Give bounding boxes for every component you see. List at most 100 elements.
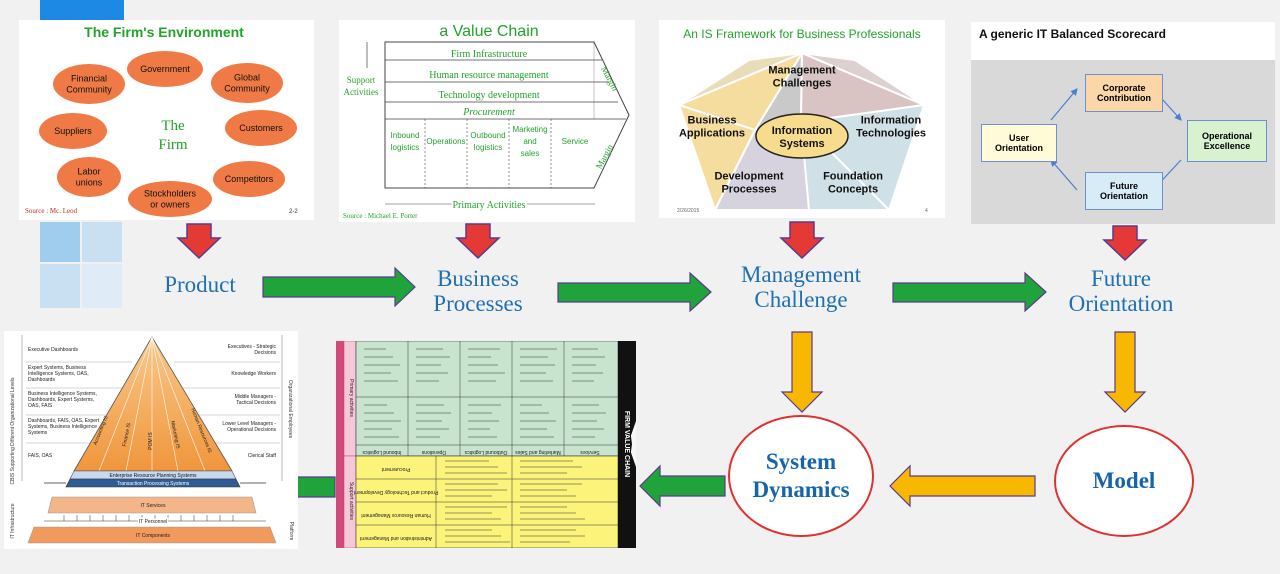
red-arrow-1 (176, 223, 222, 260)
fvc-support-row-4: Procurement (381, 466, 410, 472)
pyr-left-item-2-line2: Intelligence Systems, OAS, (28, 371, 89, 377)
isf-segment-5-line2: Concepts (828, 184, 878, 196)
fvc-primary-header-2: Operations (421, 449, 446, 455)
vc-primary-col-1-line2: logistics (391, 143, 419, 152)
isf-segment-4-line2: Processes (721, 184, 776, 196)
pyr-slice-pom: POM IS (148, 432, 154, 450)
fvc-support-row-3: Product and Technology Development (353, 489, 438, 495)
vc-primary-col-4-line3: sales (521, 149, 540, 158)
firm-node-7-line1: Competitors (225, 174, 274, 184)
pyr-right-axis: Organizational Employees (287, 380, 293, 439)
firm-node-oval-5 (225, 110, 297, 146)
is-framework-title: An IS Framework for Business Professiona… (683, 27, 920, 41)
fvc-support-row-1: Administration and Management (359, 535, 432, 541)
vc-primary-col-5-line1: Service (562, 137, 589, 146)
firm-node-oval-6 (57, 157, 121, 197)
pyr-right-item-3-line2: Tactical Decisions (236, 400, 276, 406)
pyr-platform: Platform (288, 522, 294, 541)
vc-tech-development: Technology development (438, 90, 539, 101)
cbis-pyramid-diagram: CBIS Supporting Different Organizational… (10, 335, 294, 544)
vc-primary-col-4-line2: and (523, 137, 536, 146)
pyr-left-item-4-line2: Systems, Business Intelligence (28, 424, 97, 430)
pyr-right-item-4-line2: Operational Decisions (227, 427, 276, 433)
yellow-arrow-model-to-sd (889, 464, 1036, 508)
pyr-right-item-4-line1: Lower Level Managers - (222, 421, 276, 427)
pyr-left-item-3-line2: Dashboards, Expert Systems, (28, 397, 94, 403)
green-arrow-sd-to-fvc (639, 464, 726, 508)
firm-node-6-line1: Labor (77, 167, 100, 177)
firm-node-8-line1: Stockholders (144, 189, 197, 199)
firm-node-1-line2: Community (66, 85, 112, 95)
vc-support-label-1: Support (347, 75, 376, 85)
pyr-left-item-1-line1: Executive Dashboards (28, 347, 79, 353)
fvc-primary-header-5: Services (580, 449, 600, 455)
firm-env-page: 2-2 (289, 209, 298, 215)
fvc-primary-header-4: Marketing and Sales (515, 449, 561, 455)
cbis-pyramid-panel: CBIS Supporting Different Organizational… (4, 331, 298, 549)
vc-primary-col-1-line1: Inbound (391, 131, 420, 140)
firm-node-5-line1: Customers (239, 123, 283, 133)
vc-primary-col-3-line2: logistics (474, 143, 502, 152)
firm-node-3-line1: Global (234, 73, 260, 83)
green-arrow-mc-to-fo (892, 271, 1047, 313)
vc-primary-col-3-line1: Outbound (470, 131, 505, 140)
isf-segment-3-line2: Technologies (856, 128, 926, 140)
pyr-erp: Enterprise Resource Planning Systems (110, 473, 197, 479)
vc-source: Source : Michael E. Porter (343, 212, 418, 220)
firm-environment-title: The Firm's Environment (84, 24, 244, 40)
fvc-primary-header-3: Outbound Logistics (464, 449, 507, 455)
green-arrow-product-to-bp (262, 266, 416, 308)
scorecard-title: A generic IT Balanced Scorecard (979, 27, 1166, 41)
firm-value-chain-diagram: Primary activities Support activities In… (336, 341, 636, 548)
flow-product-label: Product (164, 272, 236, 297)
pyr-right-item-2-line1: Knowledge Workers (231, 371, 276, 377)
red-arrow-4 (1102, 225, 1148, 262)
value-chain-panel: a Value Chain Firm Infrastructure Human … (339, 20, 635, 222)
decor-blue-squares (40, 222, 124, 310)
pyr-slice-finance: Finance IS (122, 422, 133, 447)
firm-node-6-line2: unions (76, 178, 103, 188)
firm-node-oval-7 (213, 161, 285, 197)
pyr-left-item-5-line1: FAIS, OAS (28, 453, 53, 459)
pyr-left-item-2-line1: Expert Systems, Business (28, 365, 87, 371)
firm-node-3-line2: Community (224, 84, 270, 94)
pyr-left-item-3-line3: OAS, FAIS (28, 403, 53, 409)
firm-node-2-line1: Government (140, 64, 190, 74)
scorecard-panel: A generic IT Balanced Scorecard Corporat… (971, 22, 1275, 224)
pyr-left-item-2-line3: Dashboards (28, 377, 55, 383)
pyr-right-item-5-line1: Clerical Staff (248, 453, 277, 459)
fvc-support-label: Support activities (348, 482, 354, 521)
red-arrow-2 (455, 223, 501, 260)
isf-center-1: Information (772, 125, 833, 137)
isf-segment-5-line1: Foundation (823, 171, 883, 183)
firm-node-oval-2 (127, 51, 203, 87)
pyr-left-item-4-line3: Systems (28, 430, 48, 436)
value-chain-title: a Value Chain (439, 23, 538, 40)
green-arrow-bp-to-mc (557, 271, 712, 313)
isf-footer-left: 2/26/2015 (677, 208, 699, 214)
firm-value-chain-panel: Primary activities Support activities In… (336, 341, 636, 548)
isf-segment-2-line2: Applications (679, 128, 745, 140)
pyr-right-item-3-line1: Middle Managers - (235, 394, 277, 400)
firm-node-8-line2: or owners (150, 200, 190, 210)
isf-segment-4-line1: Development (714, 171, 783, 183)
firm-center-line1: The (161, 118, 185, 134)
vc-procurement: Procurement (462, 107, 515, 118)
firm-node-1-line1: Financial (71, 74, 107, 84)
firm-node-4-line1: Suppliers (54, 126, 92, 136)
vc-primary-label: Primary Activities (452, 200, 525, 211)
vc-firm-infrastructure: Firm Infrastructure (451, 49, 528, 60)
pyr-slice-marketing: Marketing IS (169, 420, 181, 449)
firm-center-line2: Firm (158, 137, 188, 153)
fvc-primary-label: Primary activities (348, 379, 354, 417)
yellow-arrow-fo-down (1103, 331, 1147, 413)
is-framework-panel: An IS Framework for Business Professiona… (659, 20, 945, 218)
firm-node-oval-3 (211, 63, 283, 103)
isf-segment-2-line1: Business (688, 115, 737, 127)
pyr-right-item-1-line2: Decisions (254, 350, 276, 356)
